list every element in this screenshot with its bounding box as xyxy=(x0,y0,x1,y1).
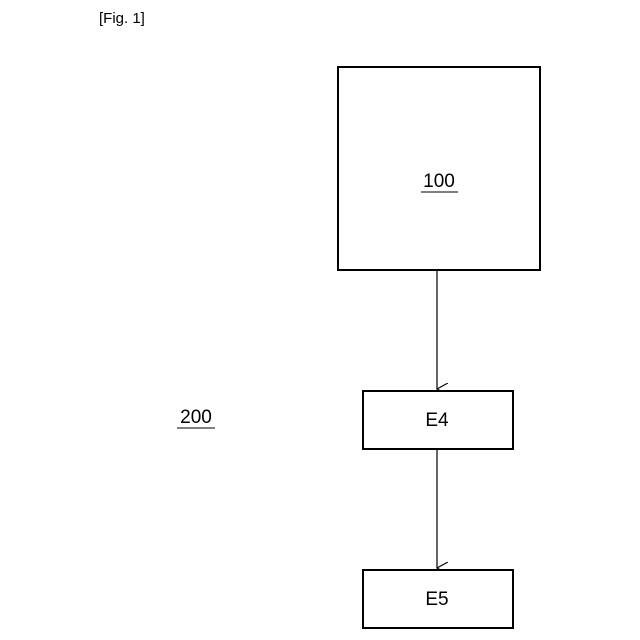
block-100-label: 100 xyxy=(423,171,455,192)
block-e5: E5 xyxy=(363,570,513,628)
block-100: 100 xyxy=(338,67,540,270)
block-e5-label: E5 xyxy=(425,589,448,610)
block-e4: E4 xyxy=(363,391,513,449)
block-100-box xyxy=(338,67,540,270)
block-e4-label: E4 xyxy=(425,410,449,431)
reference-200-label: 200 xyxy=(180,407,212,428)
reference-200: 200 xyxy=(177,407,215,428)
